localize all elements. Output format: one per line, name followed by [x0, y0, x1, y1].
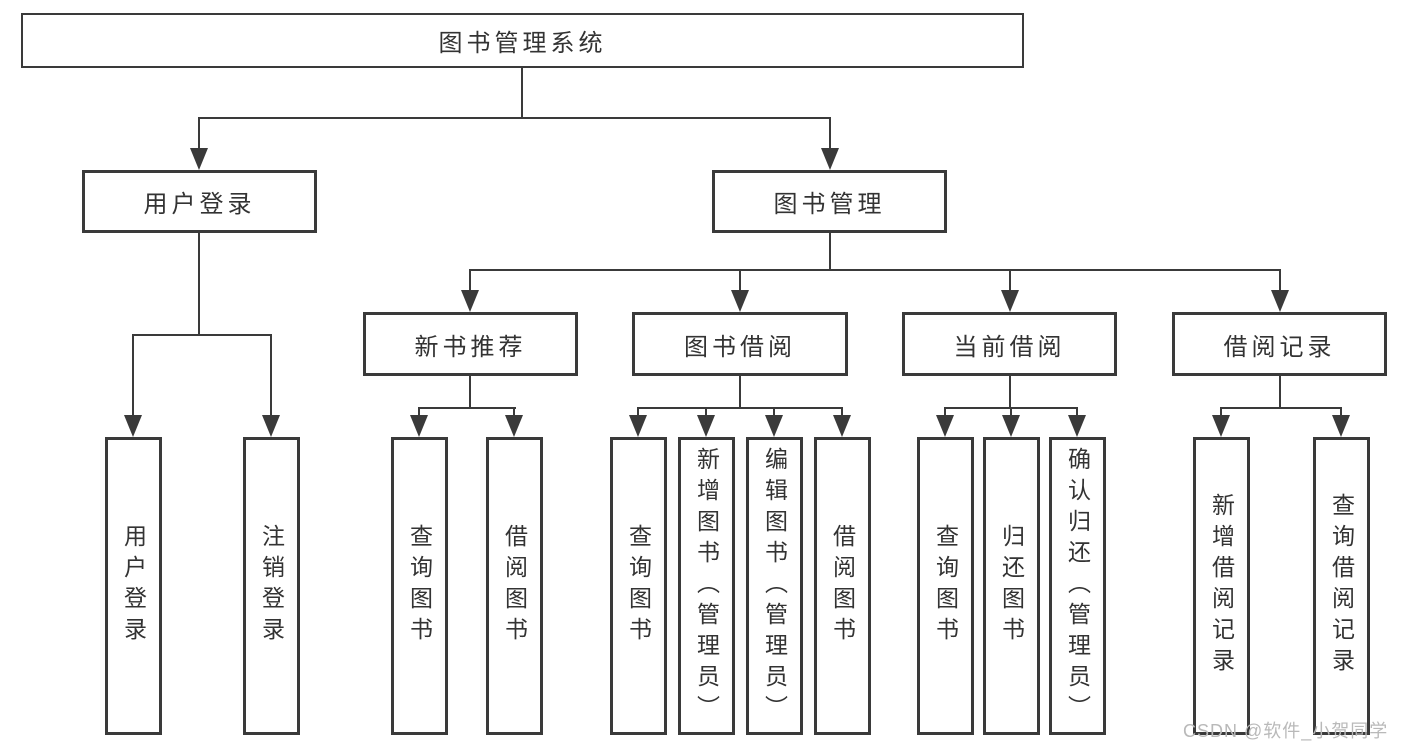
node-borrow-records: 借阅记录	[1172, 312, 1387, 376]
connector-line	[705, 407, 707, 419]
arrowhead-icon	[936, 415, 954, 437]
leaf-borrow-book-2: 借阅图书	[814, 437, 871, 735]
node-new-book-recommend: 新书推荐	[363, 312, 578, 376]
connector-line	[521, 68, 523, 118]
arrowhead-icon	[821, 148, 839, 170]
connector-line	[1009, 269, 1011, 292]
connector-line	[829, 233, 831, 271]
arrowhead-icon	[1271, 290, 1289, 312]
leaf-confirm-return-admin: 确认归还（管理员）	[1049, 437, 1106, 735]
connector-line	[1340, 407, 1342, 419]
connector-line	[739, 376, 741, 409]
connector-line	[1009, 376, 1011, 409]
leaf-query-book-1: 查询图书	[391, 437, 448, 735]
watermark: CSDN @软件_小贺同学	[1183, 721, 1389, 741]
arrowhead-icon	[124, 415, 142, 437]
arrowhead-icon	[765, 415, 783, 437]
leaf-add-borrow-record: 新增借阅记录	[1193, 437, 1250, 735]
connector-line	[739, 269, 741, 292]
connector-line	[829, 117, 831, 152]
arrowhead-icon	[1001, 290, 1019, 312]
arrowhead-icon	[461, 290, 479, 312]
leaf-logout: 注销登录	[243, 437, 300, 735]
connector-line	[469, 376, 471, 409]
connector-line	[513, 407, 515, 419]
node-root: 图书管理系统	[21, 13, 1024, 68]
connector-line	[1279, 376, 1281, 409]
connector-line	[469, 269, 1281, 271]
leaf-query-book-3: 查询图书	[917, 437, 974, 735]
arrowhead-icon	[1332, 415, 1350, 437]
connector-line	[637, 407, 639, 419]
connector-line	[418, 407, 420, 419]
connector-line	[469, 269, 471, 292]
leaf-query-borrow-record: 查询借阅记录	[1313, 437, 1370, 735]
connector-line	[1076, 407, 1078, 419]
arrowhead-icon	[731, 290, 749, 312]
connector-line	[198, 233, 200, 336]
connector-line	[638, 407, 843, 409]
node-book-borrow: 图书借阅	[632, 312, 848, 376]
connector-line	[270, 334, 272, 417]
arrowhead-icon	[1212, 415, 1230, 437]
connector-line	[1010, 407, 1012, 419]
connector-line	[1279, 269, 1281, 292]
connector-line	[773, 407, 775, 419]
arrowhead-icon	[190, 148, 208, 170]
connector-line	[1221, 407, 1342, 409]
connector-line	[1220, 407, 1222, 419]
arrowhead-icon	[697, 415, 715, 437]
arrowhead-icon	[505, 415, 523, 437]
connector-line	[841, 407, 843, 419]
connector-line	[419, 407, 516, 409]
arrowhead-icon	[833, 415, 851, 437]
leaf-add-book-admin: 新增图书（管理员）	[678, 437, 735, 735]
node-book-management: 图书管理	[712, 170, 947, 233]
connector-line	[133, 334, 272, 336]
leaf-return-book: 归还图书	[983, 437, 1040, 735]
connector-line	[198, 117, 200, 152]
leaf-user-login: 用户登录	[105, 437, 162, 735]
node-current-borrow: 当前借阅	[902, 312, 1117, 376]
arrowhead-icon	[410, 415, 428, 437]
arrowhead-icon	[1002, 415, 1020, 437]
arrowhead-icon	[262, 415, 280, 437]
connector-line	[132, 334, 134, 417]
leaf-borrow-book-1: 借阅图书	[486, 437, 543, 735]
arrowhead-icon	[629, 415, 647, 437]
connector-line	[198, 117, 831, 119]
leaf-edit-book-admin: 编辑图书（管理员）	[746, 437, 803, 735]
node-user-login: 用户登录	[82, 170, 317, 233]
leaf-query-book-2: 查询图书	[610, 437, 667, 735]
connector-line	[944, 407, 946, 419]
arrowhead-icon	[1068, 415, 1086, 437]
